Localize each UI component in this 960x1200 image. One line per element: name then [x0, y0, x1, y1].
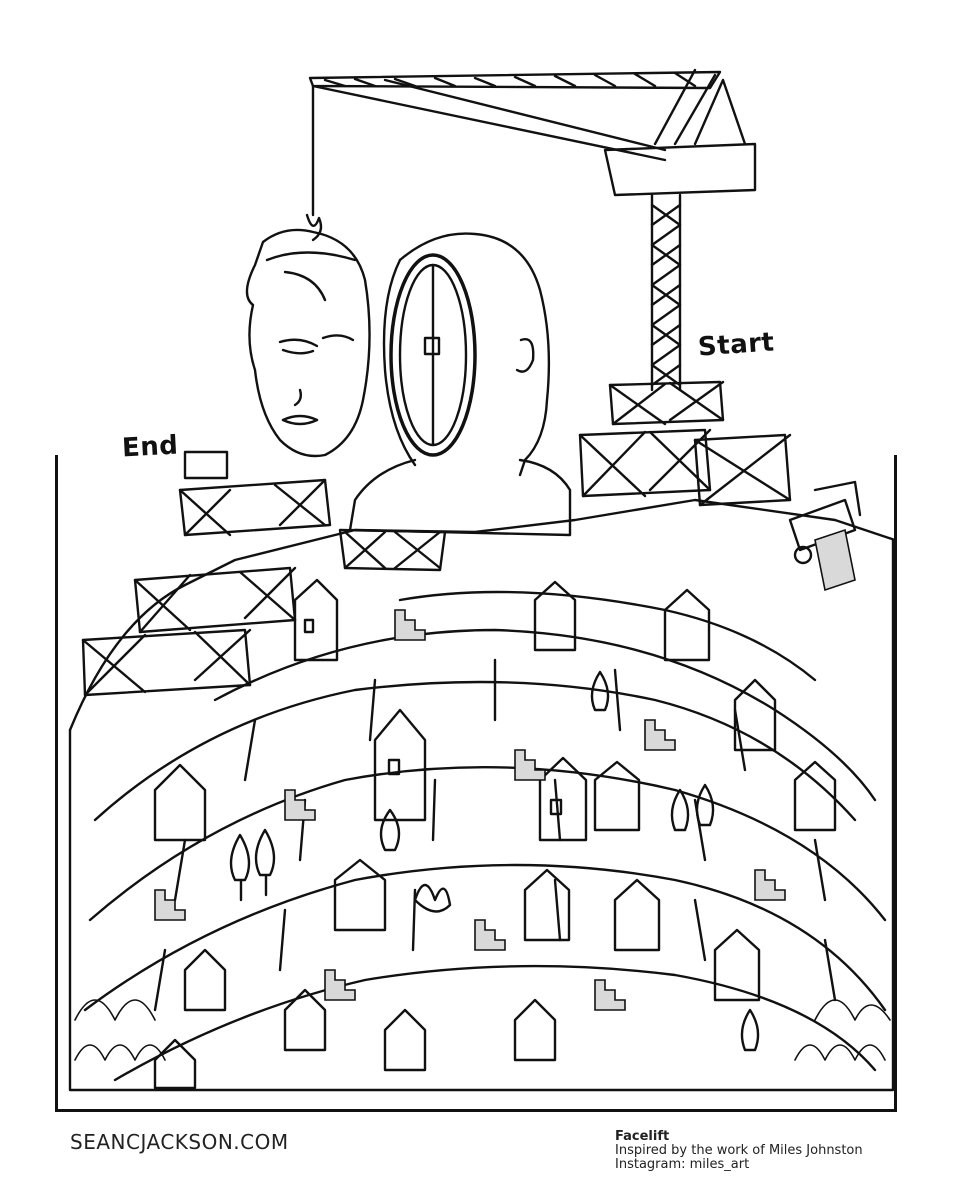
- end-label: End: [121, 430, 180, 464]
- scaffold-start: [578, 380, 862, 565]
- grass: [74, 999, 891, 1061]
- scaffold-end: [81, 450, 447, 697]
- floating-face: [245, 228, 371, 458]
- artwork-title: Facelift: [615, 1129, 670, 1144]
- start-label: Start: [697, 327, 776, 363]
- maze-ground: [68, 498, 897, 1092]
- maze-illustration: [68, 68, 897, 1092]
- website-link[interactable]: SEANCJACKSON.COM: [70, 1130, 289, 1154]
- instagram-text: Instagram: miles_art: [615, 1157, 750, 1172]
- credits: Facelift Inspired by the work of Miles J…: [615, 1130, 915, 1172]
- stairways: [154, 528, 856, 1011]
- trees: [229, 670, 760, 1052]
- door-face-head: [348, 232, 572, 537]
- houses: [153, 578, 837, 1090]
- crane: [305, 68, 757, 392]
- inspired-by-text: Inspired by the work of Miles Johnston: [615, 1143, 863, 1158]
